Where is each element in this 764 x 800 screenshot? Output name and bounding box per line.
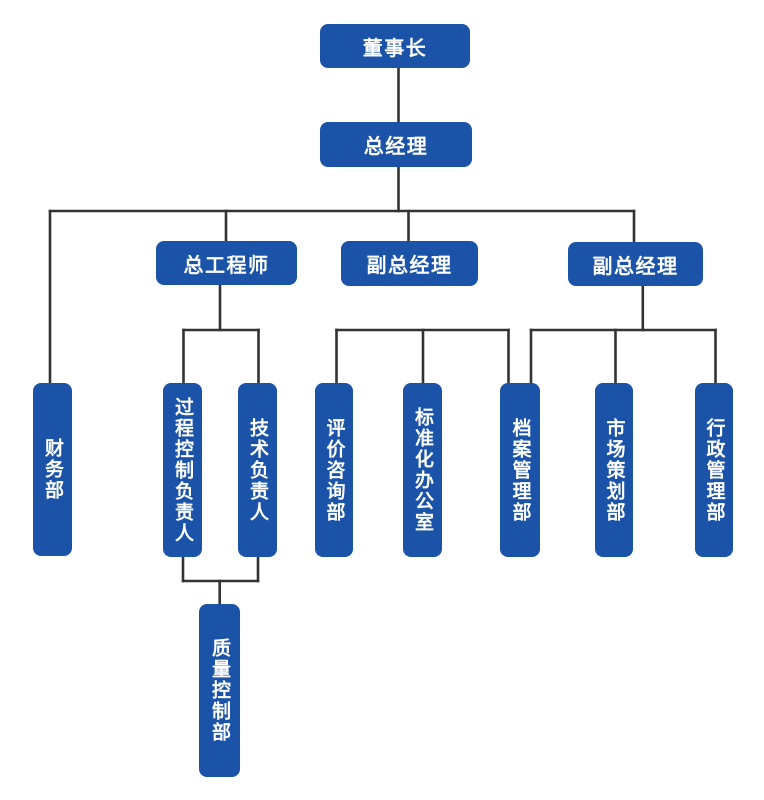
org-node-market-planning-dept: 市场策划部 [595, 383, 633, 557]
org-node-finance-dept: 财务部 [33, 383, 72, 556]
org-node-admin-management-dept: 行政管理部 [695, 383, 733, 557]
org-node-process-control-lead: 过程控制负责人 [163, 383, 202, 557]
org-node-chief-engineer: 总工程师 [156, 241, 297, 285]
org-node-quality-control-dept: 质量控制部 [199, 604, 240, 777]
org-node-general-manager: 总经理 [320, 122, 472, 167]
org-node-evaluation-consulting-dept: 评价咨询部 [315, 383, 353, 557]
org-node-technical-lead: 技术负责人 [238, 383, 277, 557]
org-node-archives-management-dept: 档案管理部 [500, 383, 540, 557]
org-node-deputy-gm-1: 副总经理 [341, 241, 478, 286]
org-node-chairman: 董事长 [320, 24, 470, 68]
org-node-deputy-gm-2: 副总经理 [568, 242, 703, 286]
org-node-standardization-office: 标准化办公室 [403, 383, 442, 557]
